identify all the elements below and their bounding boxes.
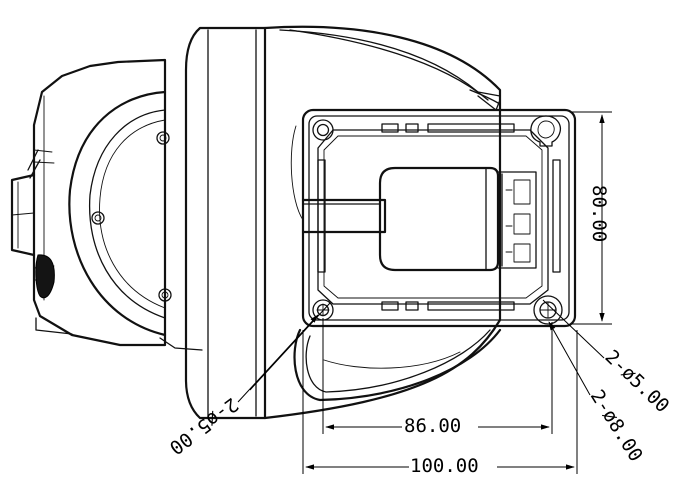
main-body [184, 25, 502, 420]
dim-label-hole-left: 2-ø5.00 [165, 393, 242, 459]
dim-label-86: 86.00 [404, 415, 461, 437]
mounting-plate [290, 108, 577, 328]
dim-label-hole-large: 2-ø8.00 [586, 386, 647, 466]
dim-label-80: 80.00 [588, 185, 610, 242]
inner-shell [68, 90, 172, 337]
dim-label-100: 100.00 [410, 455, 479, 477]
dimensions: 80.00 86.00 100.00 2-ø5.00 2-ø5.00 2-ø8.… [165, 111, 673, 477]
rear-housing [10, 58, 203, 351]
